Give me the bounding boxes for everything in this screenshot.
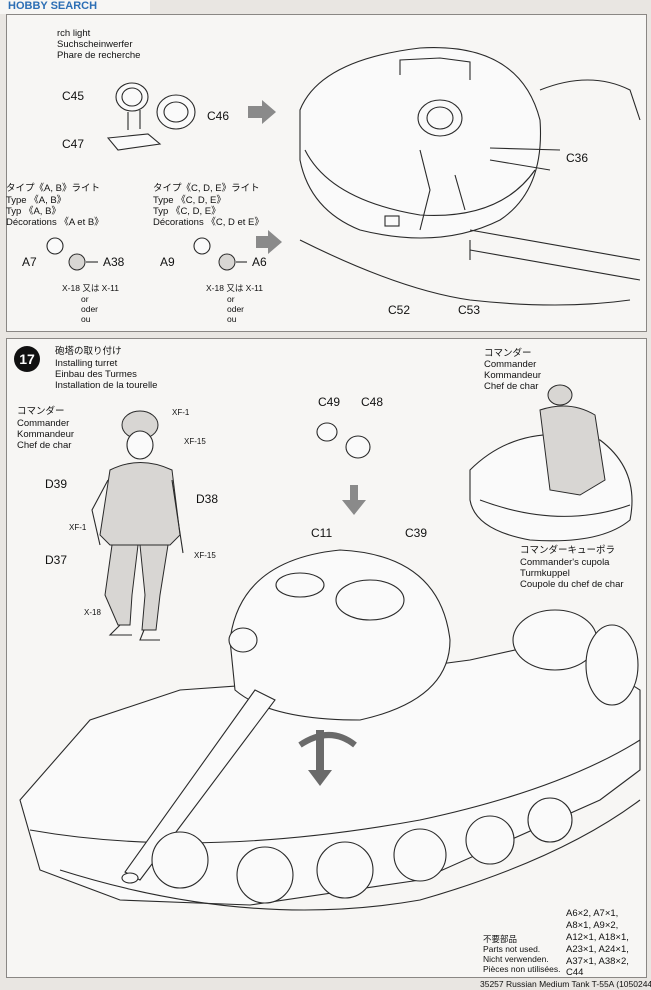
paint-ab-line1: X-18 又は X-11	[62, 283, 120, 293]
paint-xf15-b: XF-15	[194, 551, 216, 560]
fuel-drums-drawing	[512, 609, 639, 706]
searchlight-label-de: Suchscheinwerfer	[57, 39, 133, 50]
grey-arrow-right-2	[256, 230, 282, 254]
commander-right-de: Kommandeur	[484, 370, 542, 381]
commander-fr: Chef de char	[17, 440, 72, 451]
step17-title-jp: 砲塔の取り付け	[55, 346, 122, 357]
cupola-jp: コマンダーキューポラ	[520, 545, 616, 556]
paint-x18: X-18	[84, 608, 101, 617]
paint-xf1-a: XF-1	[172, 408, 190, 417]
step17-title-en: Installing turret	[55, 358, 118, 369]
step-number-badge: 17	[14, 346, 40, 372]
part-label-c47: C47	[62, 137, 85, 151]
part-label-d37: D37	[45, 553, 68, 567]
unused-parts-line-4: A23×1, A24×1,	[566, 944, 629, 955]
top-panel-illustration	[46, 47, 641, 306]
unused-title-de: Nicht verwenden.	[483, 954, 549, 964]
tank-gun-barrel-drawing	[121, 689, 276, 884]
type-cde-de: Typ 《C, D, E》	[153, 206, 221, 217]
footer-model-text: 35257 Russian Medium Tank T-55A (1050244…	[480, 979, 651, 989]
paint-cde-line1: X-18 又は X-11	[206, 283, 264, 293]
road-wheels-drawing	[151, 797, 573, 904]
type-ab-de: Typ 《A, B》	[6, 206, 61, 217]
unused-parts-line-5: A37×1, A38×2,	[566, 956, 629, 967]
part-label-c36: C36	[566, 151, 589, 165]
lamp-cde-drawing	[193, 237, 247, 271]
unused-title-fr: Pièces non utilisées.	[483, 964, 561, 974]
cupola-de: Turmkuppel	[520, 568, 570, 579]
cupola-en: Commander's cupola	[520, 557, 610, 568]
type-cde-fr: Décorations 《C, D et E》	[153, 217, 264, 228]
unused-parts-line-2: A8×1, A9×2,	[566, 920, 619, 931]
unused-parts-line-1: A6×2, A7×1,	[566, 908, 619, 919]
part-label-a9: A9	[160, 255, 175, 269]
paint-cde-line3: oder	[227, 304, 245, 314]
commander-jp: コマンダー	[17, 406, 65, 417]
unused-title-jp: 不要部品	[483, 934, 518, 944]
part-label-c52: C52	[388, 303, 411, 317]
cupola-fr: Coupole du chef de char	[520, 579, 624, 590]
cupola-light-parts-drawing	[316, 422, 371, 459]
part-label-c45: C45	[62, 89, 85, 103]
watermark-text: HOBBY SEARCH	[8, 0, 98, 12]
searchlight-label-fr: Phare de recherche	[57, 50, 141, 61]
lamp-ab-drawing	[46, 237, 98, 271]
paint-ab-line3: oder	[81, 304, 99, 314]
part-label-a7: A7	[22, 255, 37, 269]
part-label-c46: C46	[207, 109, 230, 123]
part-label-d38: D38	[196, 492, 219, 506]
watermark-logo: HOBBY SEARCH	[0, 0, 150, 14]
step17-title-fr: Installation de la tourelle	[55, 380, 158, 391]
cupola-commander-drawing	[469, 384, 633, 542]
unused-parts-line-3: A12×1, A18×1,	[566, 932, 629, 943]
turret-drop-arrow	[298, 730, 357, 786]
part-label-c39: C39	[405, 526, 428, 540]
unused-parts-line-6: C44	[566, 967, 584, 978]
part-label-d39: D39	[45, 477, 68, 491]
paint-xf15-a: XF-15	[184, 437, 206, 446]
paint-ab-line2: or	[81, 294, 89, 304]
step17-title-de: Einbau des Turmes	[55, 369, 137, 380]
turret-drawing	[299, 47, 641, 306]
paint-ab-line4: ou	[81, 314, 91, 324]
type-cde-en: Type 《C, D, E》	[153, 195, 226, 206]
type-ab-jp: タイプ《A, B》ライト	[6, 183, 100, 194]
commander-right-jp: コマンダー	[484, 348, 532, 359]
paint-cde-line4: ou	[227, 314, 237, 324]
commander-right-fr: Chef de char	[484, 381, 539, 392]
part-label-c53: C53	[458, 303, 481, 317]
paint-cde-line2: or	[227, 294, 235, 304]
searchlight-label-en: rch light	[57, 28, 91, 39]
commander-de: Kommandeur	[17, 429, 75, 440]
commander-en: Commander	[17, 418, 70, 429]
grey-arrow-right-1	[248, 100, 276, 124]
commander-figure-drawing	[91, 410, 184, 641]
unused-title-en: Parts not used.	[483, 944, 541, 954]
tank-turret-drawing	[228, 549, 451, 721]
paint-xf1-b: XF-1	[69, 523, 87, 532]
type-ab-fr: Décorations 《A et B》	[6, 217, 104, 228]
type-ab-en: Type 《A, B》	[6, 195, 67, 206]
grey-arrow-down	[342, 485, 366, 515]
commander-right-en: Commander	[484, 359, 537, 370]
part-label-a6: A6	[252, 255, 267, 269]
searchlight-parts-drawing	[106, 82, 196, 151]
part-label-c48: C48	[361, 395, 384, 409]
part-label-c49: C49	[318, 395, 341, 409]
part-label-c11: C11	[311, 526, 333, 540]
part-label-a38: A38	[103, 255, 125, 269]
type-cde-jp: タイプ《C, D, E》ライト	[153, 183, 260, 194]
